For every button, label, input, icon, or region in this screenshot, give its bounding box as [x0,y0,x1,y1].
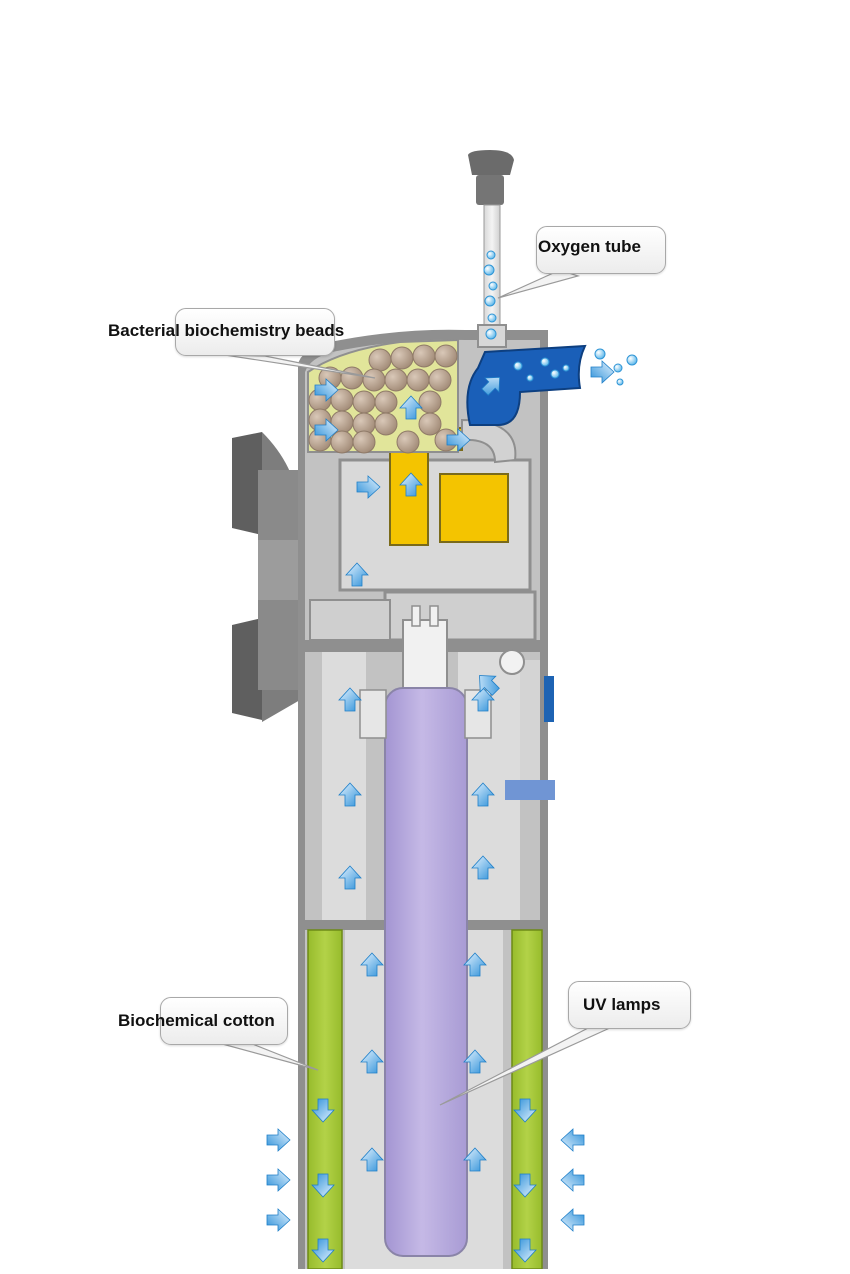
oxygen-bubble [616,378,624,386]
clamp-band [505,780,555,800]
bead [434,344,458,368]
oxygen-bubble [540,357,550,367]
oxygen-bubble [526,374,534,382]
bead [412,344,436,368]
label-uv-lamps: UV lamps [583,995,661,1014]
bead [362,368,386,392]
flow-arrow [560,1128,585,1152]
oxygen-bubble [513,361,523,371]
bead [384,368,408,392]
bead [406,368,430,392]
flow-arrow [266,1168,291,1192]
bead [428,368,452,392]
magnet-block [439,473,509,543]
oxygen-bubble [550,369,560,379]
callout-leaders [214,269,613,1106]
label-bacterial-beads: Bacterial biochemistry beads [108,321,345,340]
oxygen-bubble [488,281,498,291]
suction-cup-mount [232,432,303,722]
bead [418,390,442,414]
bead [396,430,420,454]
oxygen-bubble [613,363,623,373]
bead [352,390,376,414]
bead [368,348,392,372]
flow-arrow [266,1128,291,1152]
uv-lamp [359,605,525,1257]
bead [374,412,398,436]
callout-oxygen-tube [536,226,666,274]
bead [340,366,364,390]
oxygen-bubble [486,250,496,260]
oxygen-bubble [562,364,570,372]
flow-arrow [266,1208,291,1232]
oxygen-bubble [485,328,497,340]
flow-arrow [560,1208,585,1232]
water-outlet [466,344,638,426]
bead [418,412,442,436]
oxygen-bubble [483,264,495,276]
oxygen-bubble [487,313,497,323]
oxygen-tube [468,150,514,348]
flow-arrow [560,1168,585,1192]
label-biochemical-cotton: Biochemical cotton [118,1011,275,1030]
oxygen-bubble [484,295,496,307]
oxygen-bubble [594,348,606,360]
flow-arrow [590,360,615,384]
callout-bacterial-beads [175,308,335,356]
bead [330,430,354,454]
callout-uv-lamps [568,981,691,1029]
bead [374,390,398,414]
bead-compartment [307,338,459,454]
label-oxygen-tube: Oxygen tube [538,237,641,256]
callout-biochemical-cotton [160,997,288,1045]
bead [390,346,414,370]
bead [352,430,376,454]
oxygen-bubble [626,354,638,366]
